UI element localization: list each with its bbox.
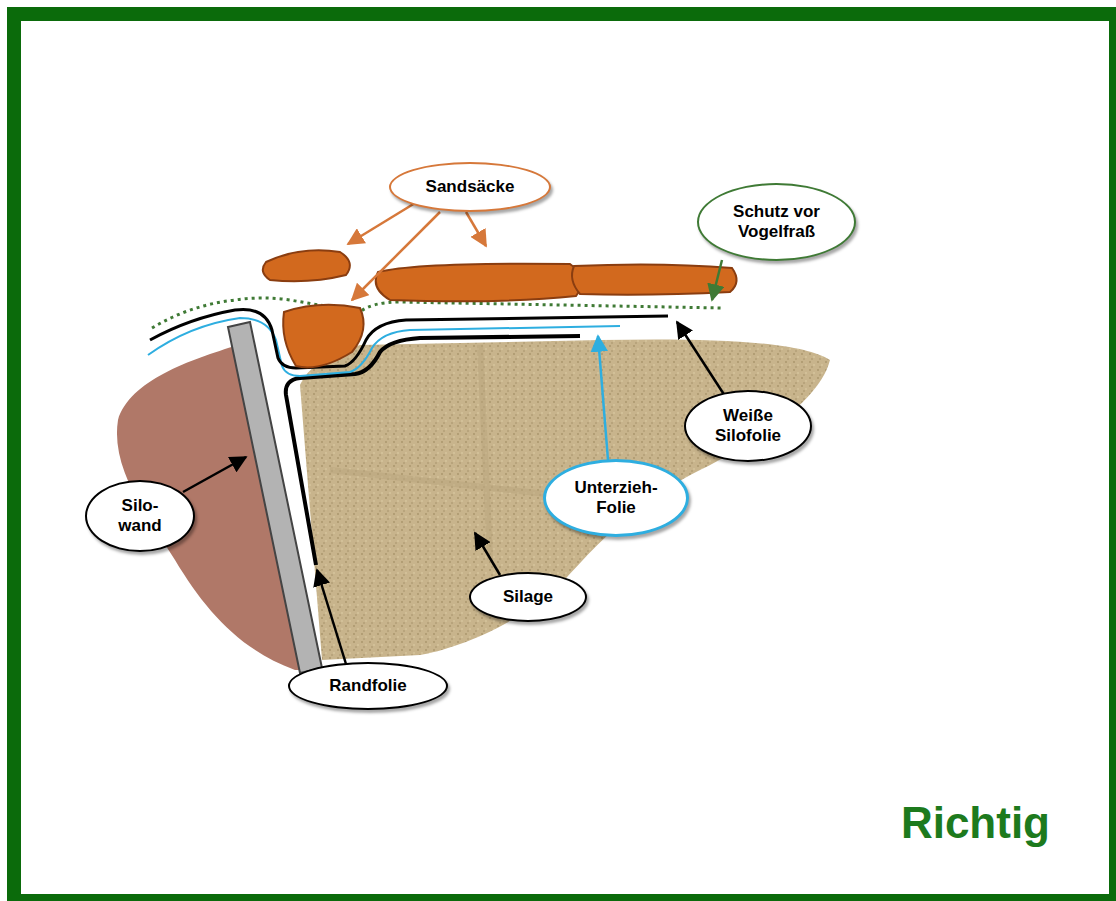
callout-edge-foil: Randfolie xyxy=(288,662,448,710)
callout-text: Silo- wand xyxy=(112,496,169,535)
silage xyxy=(300,339,830,660)
callout-silo-wall: Silo- wand xyxy=(85,480,195,552)
leader-lines xyxy=(183,200,725,664)
callout-text: Silage xyxy=(503,587,553,607)
callout-sandbags: Sandsäcke xyxy=(389,162,551,212)
callout-text: Schutz vor Vogelfraß xyxy=(722,202,831,241)
sandbags xyxy=(263,250,737,367)
callout-under-foil: Unterzieh- Folie xyxy=(543,459,689,537)
under-foil xyxy=(148,318,620,376)
callout-text: Randfolie xyxy=(329,676,406,696)
white-silo-foil xyxy=(150,309,668,368)
callout-text: Unterzieh- Folie xyxy=(574,478,658,517)
callout-silage: Silage xyxy=(469,572,587,622)
edge-foil xyxy=(286,336,580,565)
bird-net xyxy=(152,298,722,328)
callout-bird-net: Schutz vor Vogelfraß xyxy=(697,183,856,261)
callout-silo-foil: Weiße Silofolie xyxy=(684,390,812,462)
callout-text: Sandsäcke xyxy=(426,177,515,197)
verdict-label: Richtig xyxy=(901,798,1050,848)
callout-text: Weiße Silofolie xyxy=(709,406,788,445)
